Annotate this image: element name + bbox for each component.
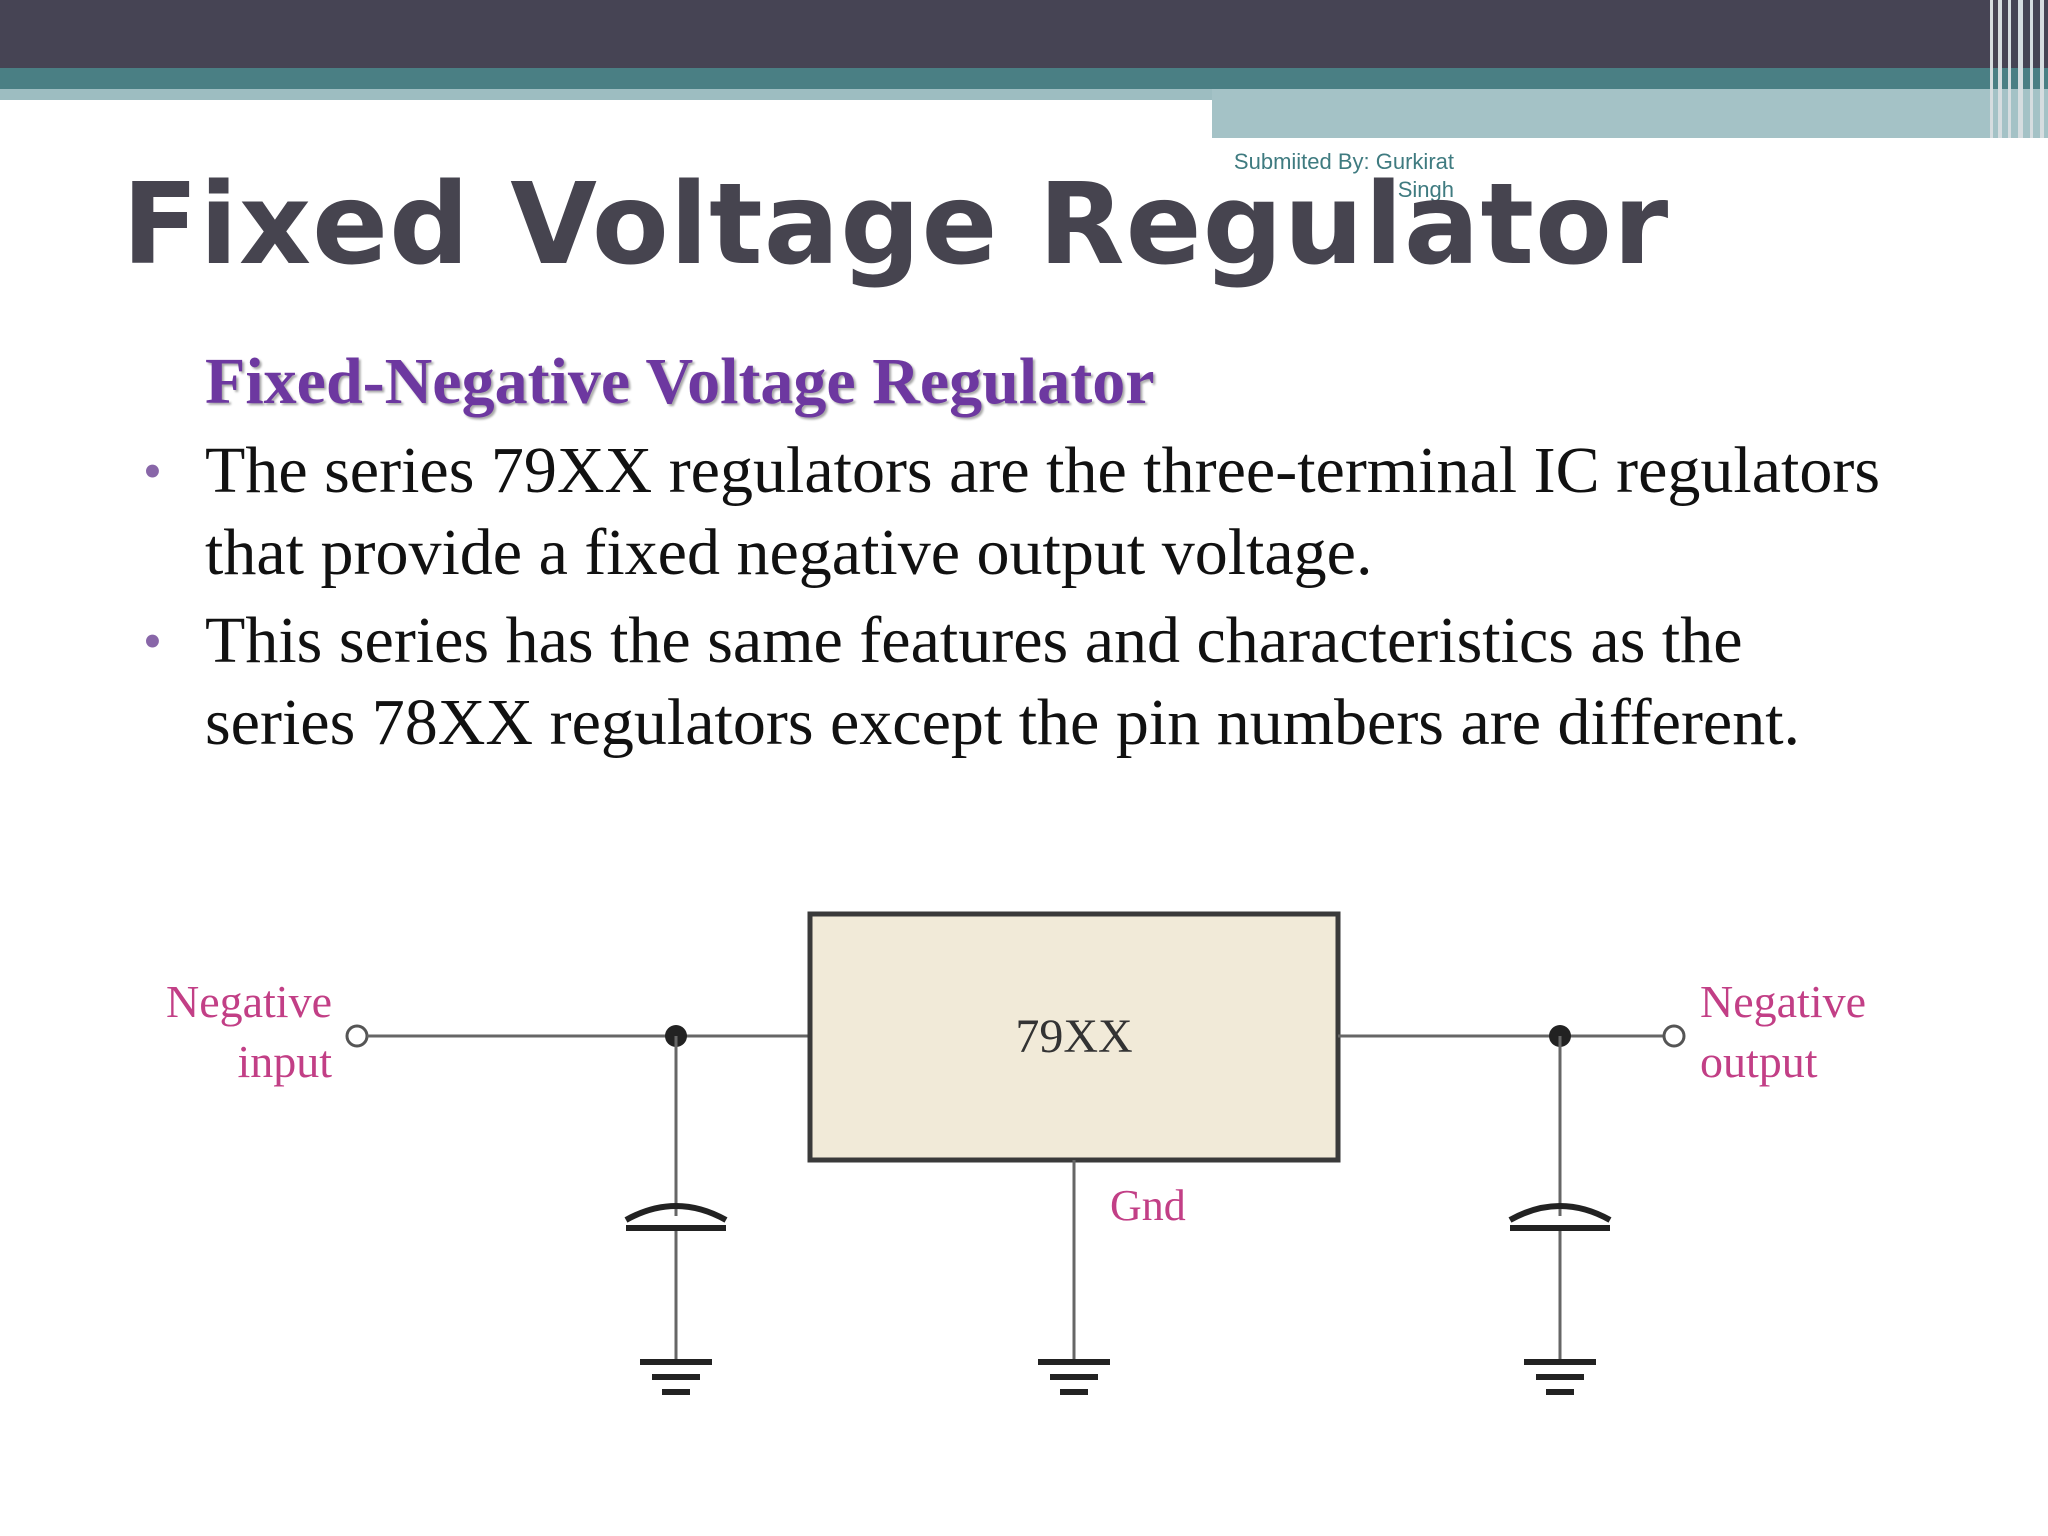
input-terminal (345, 1024, 369, 1048)
slide-title: Fixed Voltage Regulator (122, 160, 1670, 290)
bullet-item: • This series has the same features and … (143, 600, 1885, 764)
ground-label: Gnd (1110, 1181, 1186, 1230)
bullet-text: This series has the same features and ch… (205, 604, 1801, 759)
bullet-text: The series 79XX regulators are the three… (205, 434, 1881, 589)
input-capacitor-curved-plate (624, 1203, 728, 1223)
input-ground-icon (640, 1359, 712, 1395)
input-label-line1: Negative (166, 976, 332, 1027)
input-label-line2: input (237, 1036, 332, 1087)
header-band-dark (0, 0, 2048, 68)
output-label-line2: output (1700, 1036, 1818, 1087)
bullet-list: • The series 79XX regulators are the thr… (143, 430, 1885, 770)
bullet-item: • The series 79XX regulators are the thr… (143, 430, 1885, 594)
bullet-icon: • (143, 441, 162, 501)
header-band-light-right (1212, 89, 2048, 138)
regulator-label: 79XX (1015, 1010, 1132, 1063)
section-subtitle: Fixed-Negative Voltage Regulator (205, 345, 1155, 418)
output-ground-icon (1524, 1359, 1596, 1395)
regulator-circuit-diagram: Negative input 79XX Gnd (166, 911, 1866, 1395)
submitted-by-credit: Submiited By: Gurkirat Singh (1233, 149, 1454, 202)
output-terminal (1662, 1024, 1686, 1048)
output-label-line1: Negative (1700, 976, 1866, 1027)
header-band-teal (0, 68, 2048, 89)
regulator-ground-icon (1038, 1359, 1110, 1395)
header-band-light-left (0, 89, 1212, 100)
bullet-icon: • (143, 611, 162, 671)
regulator-block (807, 911, 1341, 1163)
output-capacitor-curved-plate (1508, 1203, 1612, 1223)
header-stripes (1984, 0, 2048, 138)
